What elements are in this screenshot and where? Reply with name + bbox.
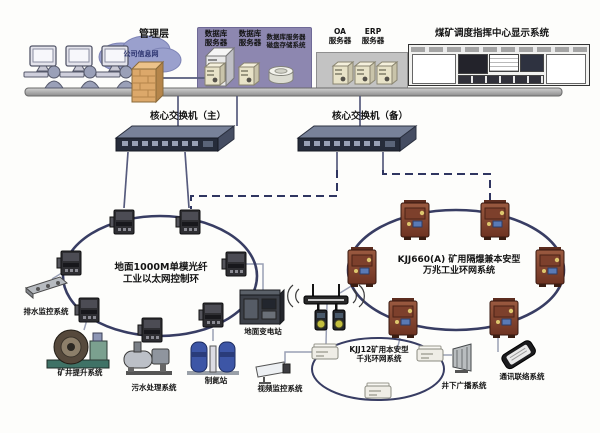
surface-ring-label: 地面1000M单模光纤 工业以太网控制环 [114,262,208,285]
wireless-waves [287,284,365,308]
drainage-pump-icon [25,276,68,299]
backbone-links [123,64,384,209]
firewall-icon [131,61,164,103]
management-layer-label: 管理层 [139,29,169,40]
database-server-icon [238,62,260,86]
erp-server-label: ERP 服务器 [361,27,385,46]
storage-system-label: 数据库服务器 磁盘存储系统 [266,33,306,50]
workstation-icon [59,45,100,89]
substation-cabinet-icon [239,289,285,325]
core-switch-backup-icon [297,125,417,152]
workstation-icon [23,45,64,89]
nitrogen-station-label: 制氮站 [204,376,228,385]
db-server2-label: 数据库 服务器 [238,29,262,48]
walkie-talkie-icon [314,302,328,331]
db-server1-label: 数据库 服务器 [204,29,228,48]
dispatch-display-wall [408,44,590,86]
sewage-system-label: 污水处理系统 [131,383,177,392]
drainage-system-label: 排水监控系统 [23,307,69,316]
video-system-label: 视频监控系统 [257,384,303,393]
wall-screen-row [458,75,544,84]
cctv-camera-icon [255,361,291,385]
gigabit-sub-ring [311,337,445,401]
gigabit-ring-label: KJJ12矿用本安型 千兆环网系统 [349,345,409,364]
database-server-icon [204,62,226,86]
nitrogen-tanks-icon [186,341,240,376]
backup-dashed-links [190,170,491,209]
oa-server-icon [332,61,354,85]
display-wall-header-strip [411,47,587,52]
sewage-pump-icon [123,341,173,376]
display-wall-grid-right [546,54,586,84]
substation-label: 地面变电站 [244,327,282,336]
hoist-system-label: 矿井提升系统 [57,368,103,377]
oa-server-label: OA 服务器 [328,27,352,46]
communication-system-label: 通讯联络系统 [499,372,545,381]
core-switch-primary-label: 核心交换机（主） [149,111,226,122]
core-switch-backup-label: 核心交换机（备） [331,111,408,122]
company-network-label: 公司信息网 [123,50,159,58]
hoist-machine-icon [46,329,110,369]
mine-ring-label: KJJ660(A) 矿用隔爆兼本安型 万兆工业环网系统 [397,255,521,277]
mine-phone-icon [499,338,538,371]
erp-server-icon [354,61,376,85]
display-wall-grid-left [412,54,456,84]
core-switch-primary-icon [115,125,235,152]
display-wall-label: 煤矿调度指挥中心显示系统 [434,28,549,39]
wall-screen-photo2 [520,54,544,72]
disk-storage-icon [268,66,294,84]
wall-screen-photo [458,54,488,74]
display-wall-screens [458,54,544,84]
app-server-icon [376,61,398,85]
walkie-talkie-icon [332,302,346,331]
broadcast-system-label: 井下广播系统 [441,381,487,390]
wireless-ap-icon [303,283,349,305]
wall-screen-document [489,54,519,72]
backbone-bus [24,87,563,97]
broadcast-speaker-icon [452,343,472,374]
